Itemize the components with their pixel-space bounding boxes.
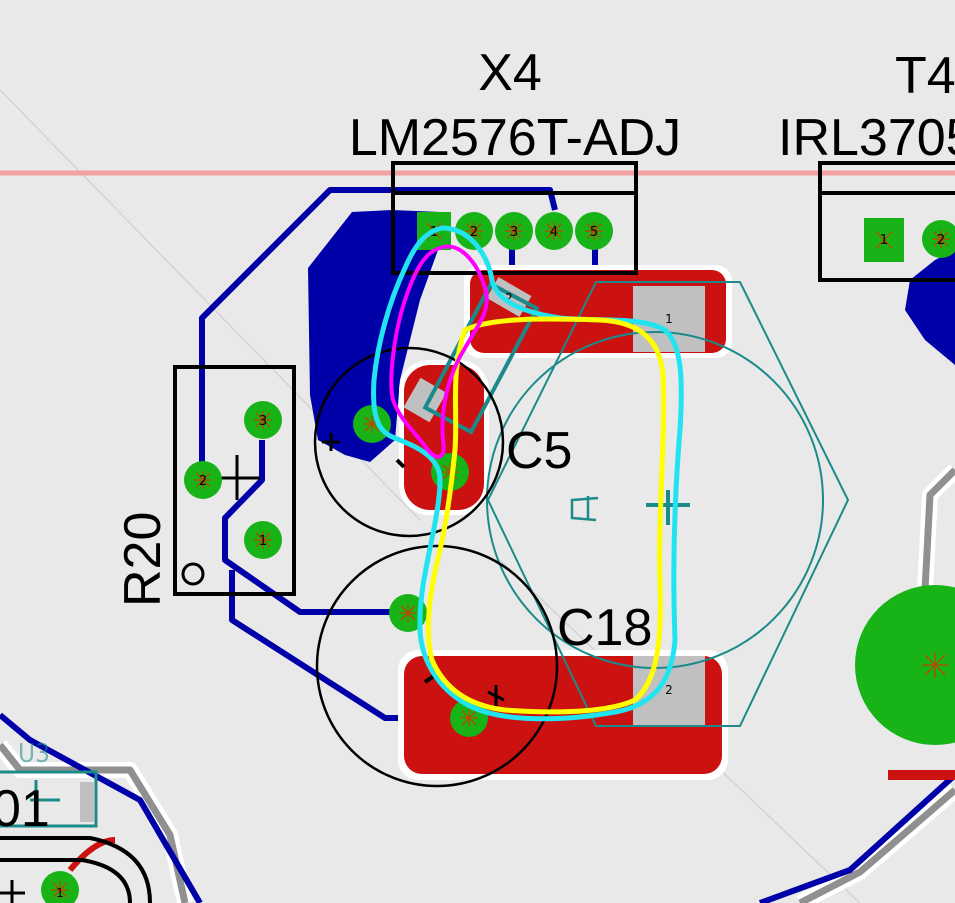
t4-value-label: IRL3705 <box>778 109 955 167</box>
annotation-yellow <box>425 316 667 715</box>
annotation-magenta <box>389 244 489 459</box>
r20-ref-label: R20 <box>114 512 172 607</box>
trace-r20-to-x4 <box>199 187 558 480</box>
x4-value-label: LM2576T-ADJ <box>349 109 681 167</box>
svg-text:2: 2 <box>199 474 207 489</box>
silk-labels: X4 LM2576T-ADJ T4 IRL3705 C5 C18 R20 01 <box>0 44 955 838</box>
large-via <box>855 585 955 745</box>
svg-text:4: 4 <box>550 225 558 240</box>
c18-pad-1 <box>633 286 705 352</box>
svg-text:5: 5 <box>590 225 598 240</box>
c18-silk-outline <box>315 544 559 788</box>
svg-text:3: 3 <box>510 225 518 240</box>
r20-outline <box>173 365 296 596</box>
left-faint-label: U3 <box>18 739 50 769</box>
left-part-label: 01 <box>0 780 50 838</box>
svg-text:1: 1 <box>56 886 64 900</box>
x4-outline <box>391 161 638 275</box>
svg-text:1: 1 <box>259 534 267 549</box>
x4-ref-label: X4 <box>478 44 542 102</box>
svg-text:1: 1 <box>665 312 673 326</box>
svg-text:2: 2 <box>665 683 673 697</box>
annotation-loops <box>371 225 684 722</box>
t4-pads: 1 2 <box>864 218 955 262</box>
trace-r20-to-c18 <box>222 440 400 615</box>
t4-ref-label: T4 <box>895 47 955 105</box>
svg-text:2: 2 <box>470 225 478 240</box>
c18-outline-circle <box>486 331 824 669</box>
c5-outline <box>313 346 505 538</box>
svg-text:2: 2 <box>505 291 513 305</box>
c5-ref-label: C5 <box>506 422 572 480</box>
c18-ref-label: C18 <box>557 599 652 657</box>
svg-text:3: 3 <box>259 414 267 429</box>
bottom-copper-right-blob <box>905 250 955 365</box>
r20-pads: 3 2 1 <box>183 400 283 560</box>
smd-pad-numbers: 1 2 2 1 <box>56 291 673 900</box>
svg-text:2: 2 <box>937 233 945 248</box>
t4-outline <box>818 161 955 282</box>
svg-text:1: 1 <box>880 233 888 248</box>
